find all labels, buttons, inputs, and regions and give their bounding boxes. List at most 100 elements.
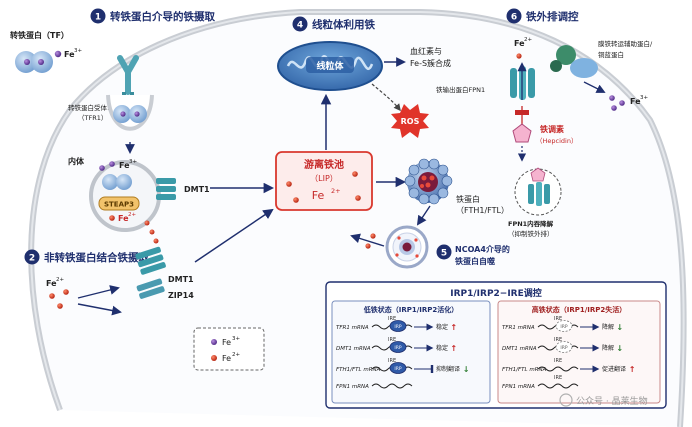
- svg-text:2+: 2+: [524, 37, 532, 43]
- svg-text:线粒体利用铁: 线粒体利用铁: [312, 18, 375, 31]
- steap3-enzyme: STEAP3: [98, 196, 140, 211]
- svg-text:3+: 3+: [232, 336, 240, 342]
- irp-high-row-0-irp-protein: [555, 320, 573, 332]
- irp-low-row-2-ire: IRE: [388, 358, 396, 364]
- fe2-dot: [144, 220, 150, 226]
- irp-low-row-2-trend: ↓: [463, 365, 470, 374]
- arrow-ferritin-to-autophagosome: [416, 205, 431, 226]
- dmt1-membrane-channel: [135, 246, 166, 275]
- irp-low-row-2-result: 抑制翻译: [436, 365, 460, 373]
- irp-low-row-1-result: 稳定: [436, 344, 448, 352]
- hephaestin-ceruloplasmin: [550, 45, 598, 78]
- fe3-endosome-label: Fe: [119, 161, 130, 170]
- ros-burst: ROS: [391, 104, 429, 138]
- svg-text:2+: 2+: [331, 187, 341, 195]
- irp-low-row-1-ire: IRE: [388, 337, 396, 343]
- arrow-fe2-to-zip14: [77, 303, 122, 316]
- svg-text:Fe: Fe: [46, 279, 57, 288]
- section-2-header: 2 非转铁蛋白结合铁摄取: [24, 249, 149, 265]
- svg-text:非转铁蛋白结合铁摄取: 非转铁蛋白结合铁摄取: [44, 251, 149, 264]
- arrow-autophagy-to-lip: [350, 233, 385, 247]
- fe2-endosome-label: Fe: [118, 214, 129, 223]
- irp-low-iron-column: 低铁状态（IRP1/IRP2活化）: [331, 300, 491, 404]
- irp-high-row-1-ire: IRE: [554, 337, 562, 343]
- irp-high-row-1-irp-protein: [555, 341, 573, 353]
- svg-text:Fe: Fe: [64, 50, 75, 59]
- legend: Fe 3+ Fe 2+: [193, 327, 265, 371]
- hepcidin-label-1: 铁调素: [540, 124, 564, 134]
- irp-low-row-1-irp-label: IRP: [394, 345, 401, 351]
- hepcidin-pentagon: [512, 123, 532, 143]
- heme-label-1: 血红素与: [410, 46, 442, 56]
- irp-low-row-2-mrna: FTH1/FTL mRNA: [336, 367, 381, 373]
- irp-high-row-2-result: 促进翻译: [602, 365, 626, 373]
- svg-text:NCOA4介导的: NCOA4介导的: [455, 244, 510, 254]
- irp-low-row-0-ire: IRE: [388, 316, 396, 322]
- irp-high-row-1-mrna: DMT1 mRNA: [502, 346, 537, 352]
- svg-text:公众号 · 晶莱生物: 公众号 · 晶莱生物: [576, 395, 648, 407]
- irp-low-row-3-mrna-strand: [371, 383, 413, 389]
- svg-text:Fe: Fe: [630, 97, 641, 106]
- transferrin-protein: [15, 51, 53, 73]
- irp-low-row-2-irp-label: IRP: [394, 366, 401, 372]
- labile-iron-pool: 游离铁池 （LIP） Fe 2+: [275, 151, 373, 211]
- svg-text:铁外排调控: 铁外排调控: [526, 10, 579, 23]
- irp-low-row-0-irp-protein: [389, 320, 407, 332]
- tfr1-label-1: 转铁蛋白受体1: [68, 103, 111, 112]
- fe2-efflux-label: Fe: [514, 39, 525, 48]
- zip14-channel: [136, 278, 165, 299]
- fe2-dot-endosome: [109, 215, 115, 221]
- fe2-dot: [153, 238, 159, 244]
- irp-high-row-1-result: 降解: [602, 344, 614, 352]
- mitochondrion: 线粒体: [277, 41, 383, 91]
- fe2-released-dots: [365, 233, 376, 249]
- irp-low-row-3-mrna: FPN1 mRNA: [336, 384, 369, 390]
- fpn1-internalized: [528, 167, 550, 206]
- irp-low-row-0-irp-label: IRP: [394, 324, 401, 330]
- hepcidin-inhibition-bar: [515, 110, 529, 115]
- irp-high-row-2-ire: IRE: [554, 358, 562, 364]
- legend-fe2-swatch: [211, 355, 217, 361]
- irp-high-row-0-result: 降解: [602, 323, 614, 331]
- irp-high-row-0-ire: IRE: [554, 316, 562, 322]
- irp-low-row-1-mrna: DMT1 mRNA: [336, 346, 371, 352]
- fe3-label-tf: Fe 3+: [54, 48, 82, 59]
- irp-high-row-0-irp-label: IRP: [560, 324, 567, 330]
- svg-text:（LIP）: （LIP）: [310, 174, 338, 183]
- endosome-label: 内体: [68, 156, 85, 166]
- autophagosome: [385, 225, 429, 269]
- hepcidin-label-2: （Hepcidin）: [536, 137, 577, 145]
- svg-text:线粒体: 线粒体: [316, 60, 344, 72]
- irp-high-row-0-mrna: TFR1 mRNA: [502, 325, 535, 331]
- svg-text:3+: 3+: [74, 48, 82, 54]
- fe2-efflux-dot: [516, 53, 522, 59]
- legend-fe3-swatch: [211, 339, 217, 345]
- section-4-header: 4 线粒体利用铁: [292, 16, 375, 32]
- svg-text:2: 2: [29, 254, 35, 264]
- fe2-extracellular: Fe 2+: [46, 277, 69, 309]
- arrow-mito-to-ros: [371, 83, 401, 112]
- dmt1-membrane-label: DMT1: [168, 275, 194, 284]
- watermark: 公众号 · 晶莱生物: [559, 393, 648, 407]
- svg-text:Fe: Fe: [222, 354, 231, 363]
- tf-in-endosome: [99, 161, 132, 190]
- fe2-dot: [149, 229, 155, 235]
- fpn1-label: 铁输出蛋白FPN1: [436, 85, 485, 94]
- ferritin-cage: [404, 158, 453, 205]
- irp-panel: IRP1/IRP2−IRE调控 低铁状态（IRP1/IRP2活化） 高铁状态（I…: [325, 281, 667, 409]
- svg-text:3+: 3+: [640, 95, 648, 101]
- arrow-oxidation: [583, 81, 606, 93]
- tf-in-pit: [113, 105, 147, 123]
- irp-low-row-1-trend: ↑: [450, 344, 457, 353]
- irp-high-header: 高铁状态（IRP1/IRP2失活）: [532, 305, 627, 314]
- svg-text:Fe: Fe: [222, 338, 231, 347]
- irp-high-row-2-mrna-strand: [537, 366, 579, 372]
- ceruloplasmin-label-1: 膜铁转运辅助蛋白/: [598, 39, 653, 48]
- irp-high-row-0-trend: ↓: [616, 323, 623, 332]
- svg-text:1: 1: [95, 13, 101, 23]
- irp-low-row-2-irp-protein: [389, 362, 407, 374]
- svg-text:游离铁池: 游离铁池: [304, 158, 344, 171]
- fpn-degradation-label-1: FPN1内吞降解: [508, 219, 554, 228]
